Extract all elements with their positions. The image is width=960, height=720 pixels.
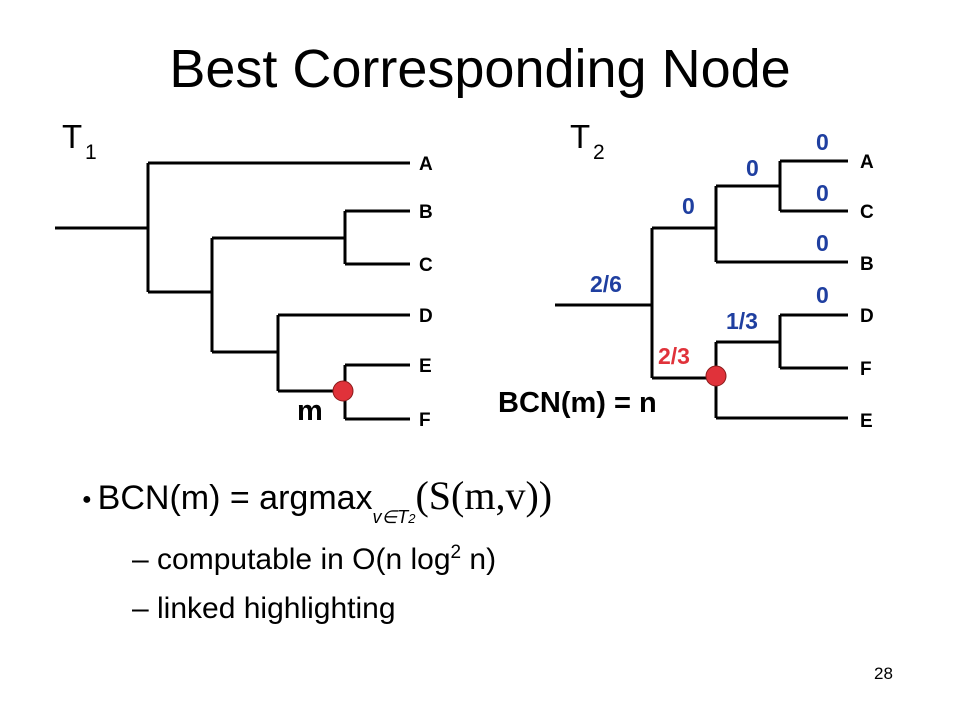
bullet-linked-highlighting: – linked highlighting — [132, 592, 396, 625]
t1-leaf-b: B — [419, 202, 433, 223]
t2-leaf-a: A — [860, 152, 874, 173]
t2-leaf-d: D — [860, 306, 874, 327]
formula-bullet: ● — [82, 491, 92, 509]
tree-diagrams: T 1 A B C D E F m T 2 A C B D F E 0 0 0 … — [55, 118, 874, 432]
score-d-leaf: 0 — [816, 282, 829, 308]
t1-node-label-m: m — [297, 395, 323, 427]
t1-node-m-dot — [332, 380, 354, 402]
t1-name: T — [62, 118, 82, 155]
bcn-formula: ● BCN(m) = argmaxv∈T2(S(m,v)) — [82, 472, 552, 528]
formula-argument: (S(m,v)) — [415, 473, 553, 518]
tree-t2 — [555, 159, 848, 420]
t2-node-n-dot — [705, 365, 727, 387]
slide-title: Best Corresponding Node — [169, 39, 791, 99]
score-c-leaf: 0 — [816, 180, 829, 206]
score-highlighted-branch: 2/3 — [658, 343, 690, 369]
tree-t1 — [55, 161, 410, 421]
t1-leaf-f: F — [419, 410, 431, 431]
formula-subscript: v∈T2 — [372, 507, 416, 527]
score-b-leaf: 0 — [816, 230, 829, 256]
bullet-complexity: – computable in O(n log2 n) — [132, 542, 497, 576]
t2-leaf-e: E — [860, 411, 873, 432]
score-ac-branch: 0 — [746, 155, 759, 181]
t1-leaf-d: D — [419, 306, 433, 327]
score-root-branch: 2/6 — [590, 271, 622, 297]
t2-name: T — [570, 118, 590, 155]
t1-leaf-c: C — [419, 255, 433, 276]
t1-leaf-e: E — [419, 356, 432, 377]
score-df-branch: 1/3 — [726, 308, 758, 334]
t2-leaf-c: C — [860, 202, 874, 223]
t2-subscript: 2 — [593, 141, 605, 164]
formula-lhs: BCN(m) = argmax — [97, 479, 373, 517]
bcn-label: BCN(m) = n — [498, 387, 657, 419]
t1-subscript: 1 — [85, 141, 97, 164]
t2-leaf-f: F — [860, 359, 872, 380]
score-upper-branch: 0 — [682, 193, 695, 219]
score-a-leaf: 0 — [816, 129, 829, 155]
t2-leaf-b: B — [860, 254, 874, 275]
t1-leaf-a: A — [419, 154, 433, 175]
page-number: 28 — [874, 664, 893, 683]
